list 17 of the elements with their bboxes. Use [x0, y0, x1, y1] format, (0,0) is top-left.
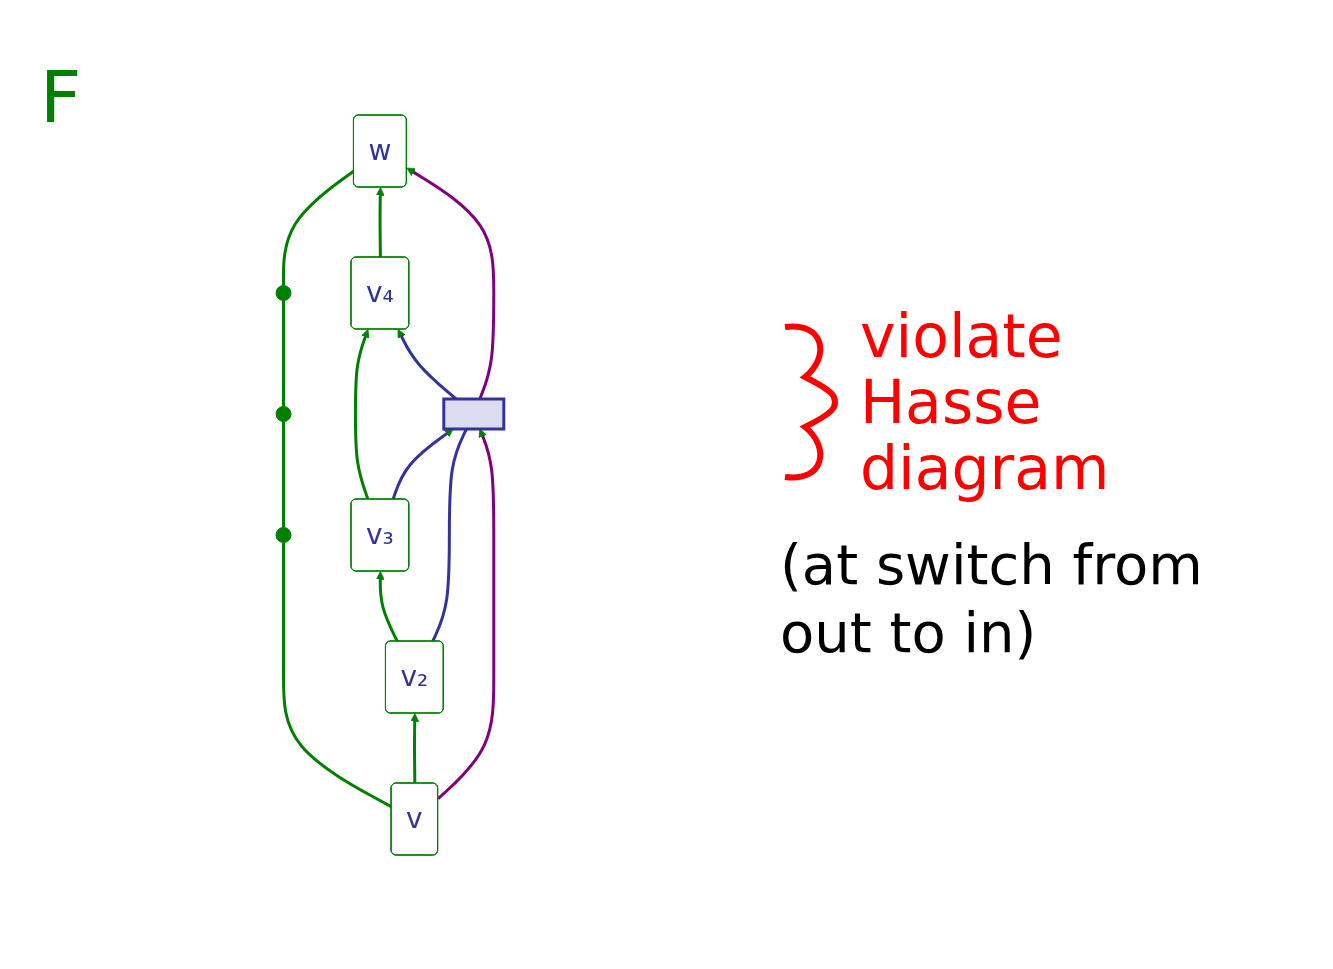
node-circle: [275, 284, 292, 301]
connector: [282, 421, 286, 527]
arrow: [376, 186, 385, 258]
arrow: [437, 428, 496, 800]
connector: [282, 169, 355, 285]
connector: [282, 300, 286, 406]
node-box: [442, 397, 506, 430]
node-circle: [275, 526, 292, 543]
arrow: [354, 328, 370, 500]
note-text: (at switch from out to in): [780, 531, 1204, 666]
note-text: violate Hasse diagram: [860, 303, 1111, 502]
connector: [282, 542, 393, 808]
arrow: [376, 570, 399, 642]
arrow: [391, 428, 454, 500]
arrow: [410, 712, 420, 784]
node-circle: [275, 405, 292, 422]
face-label: F: [40, 54, 82, 139]
